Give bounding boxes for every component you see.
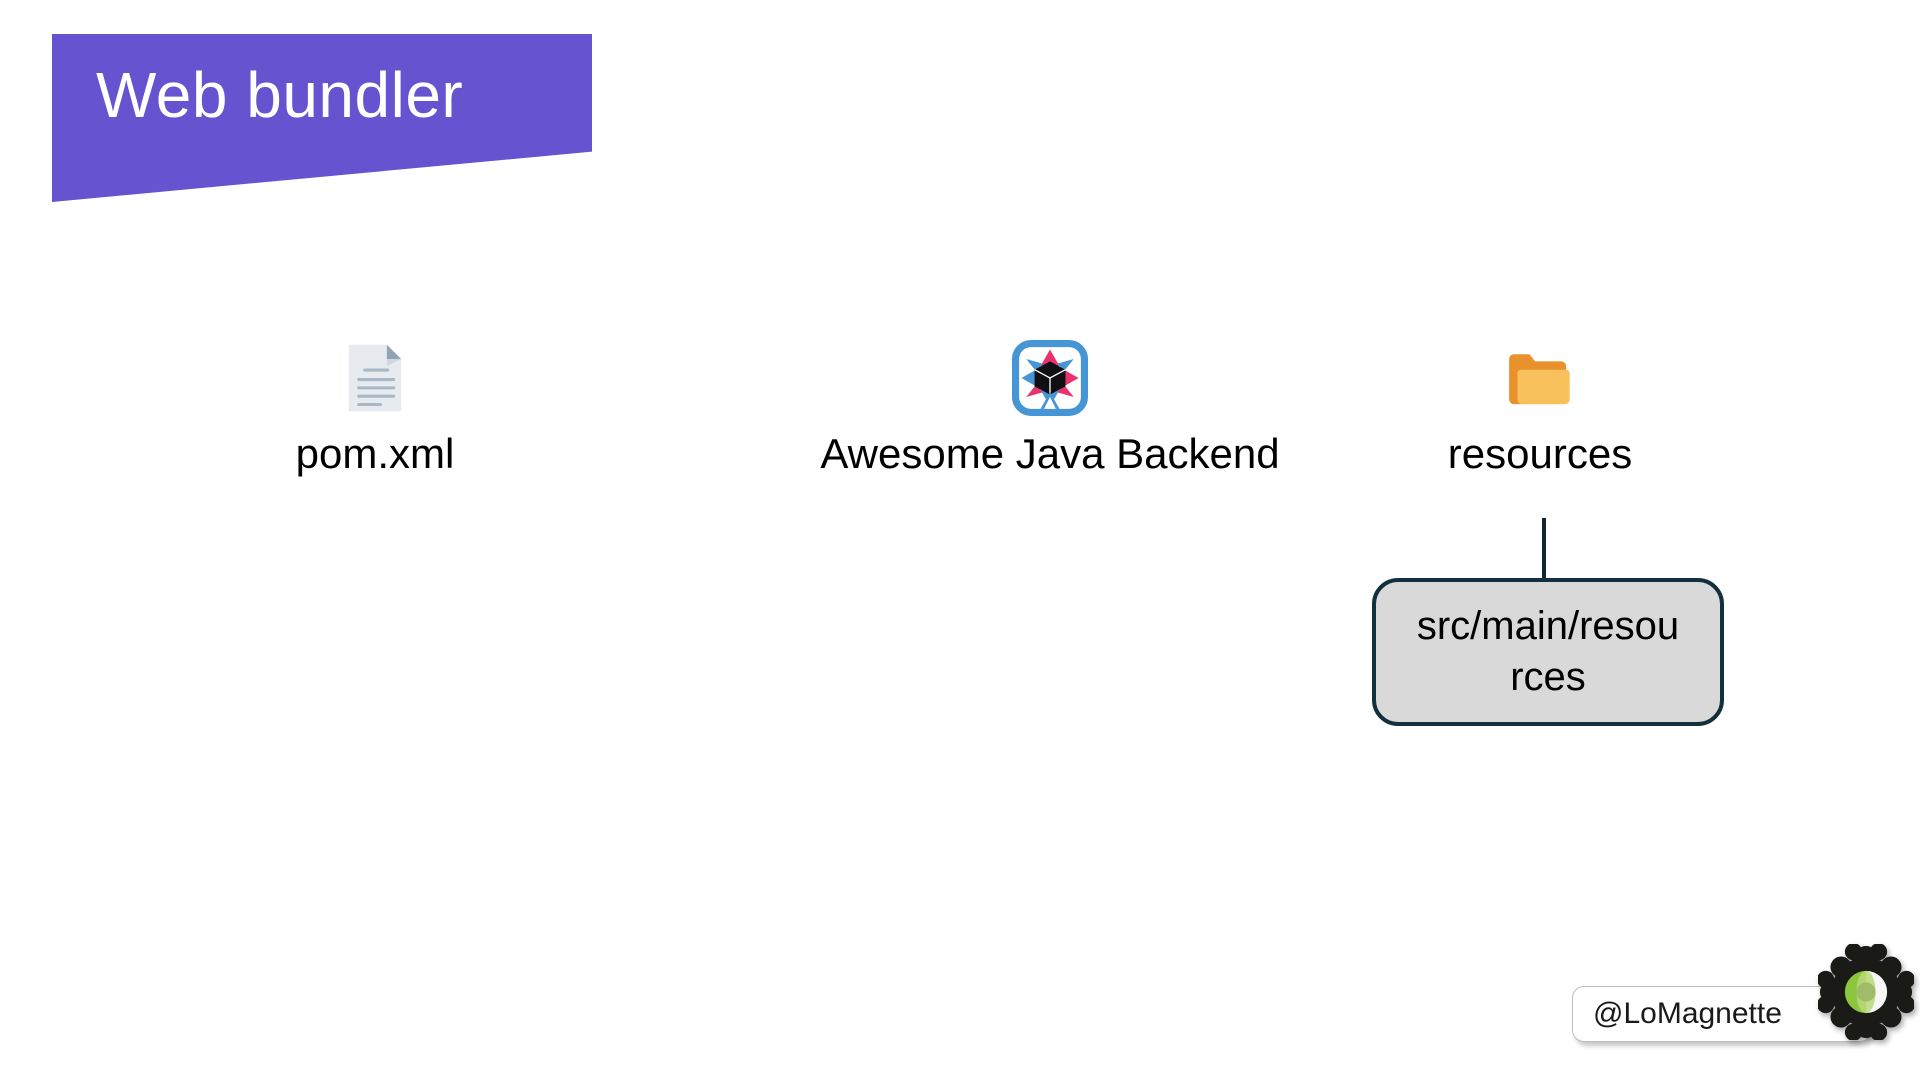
callout-text: src/main/resources <box>1416 603 1680 699</box>
node-label: pom.xml <box>295 430 455 477</box>
callout-connector-line <box>1542 518 1546 580</box>
node-awesome-java-backend[interactable]: Awesome Java Backend <box>770 340 1330 476</box>
watermark-handle: @LoMagnette <box>1593 997 1782 1030</box>
document-file-icon <box>348 344 402 412</box>
title-banner: Web bundler <box>52 34 592 202</box>
folder-icon <box>1509 354 1570 405</box>
node-pom-xml[interactable]: pom.xml <box>265 340 485 476</box>
node-label: resources <box>1447 430 1633 477</box>
node-label: Awesome Java Backend <box>820 430 1280 477</box>
page-title: Web bundler <box>96 59 464 131</box>
watermark-pill: @LoMagnette <box>1572 986 1872 1042</box>
callout-box-src-main-resources[interactable]: src/main/resources <box>1372 578 1724 726</box>
node-resources[interactable]: resources <box>1430 340 1650 476</box>
flower-c-logo-icon <box>1818 944 1914 1040</box>
quarkus-logo-icon <box>1012 340 1088 416</box>
